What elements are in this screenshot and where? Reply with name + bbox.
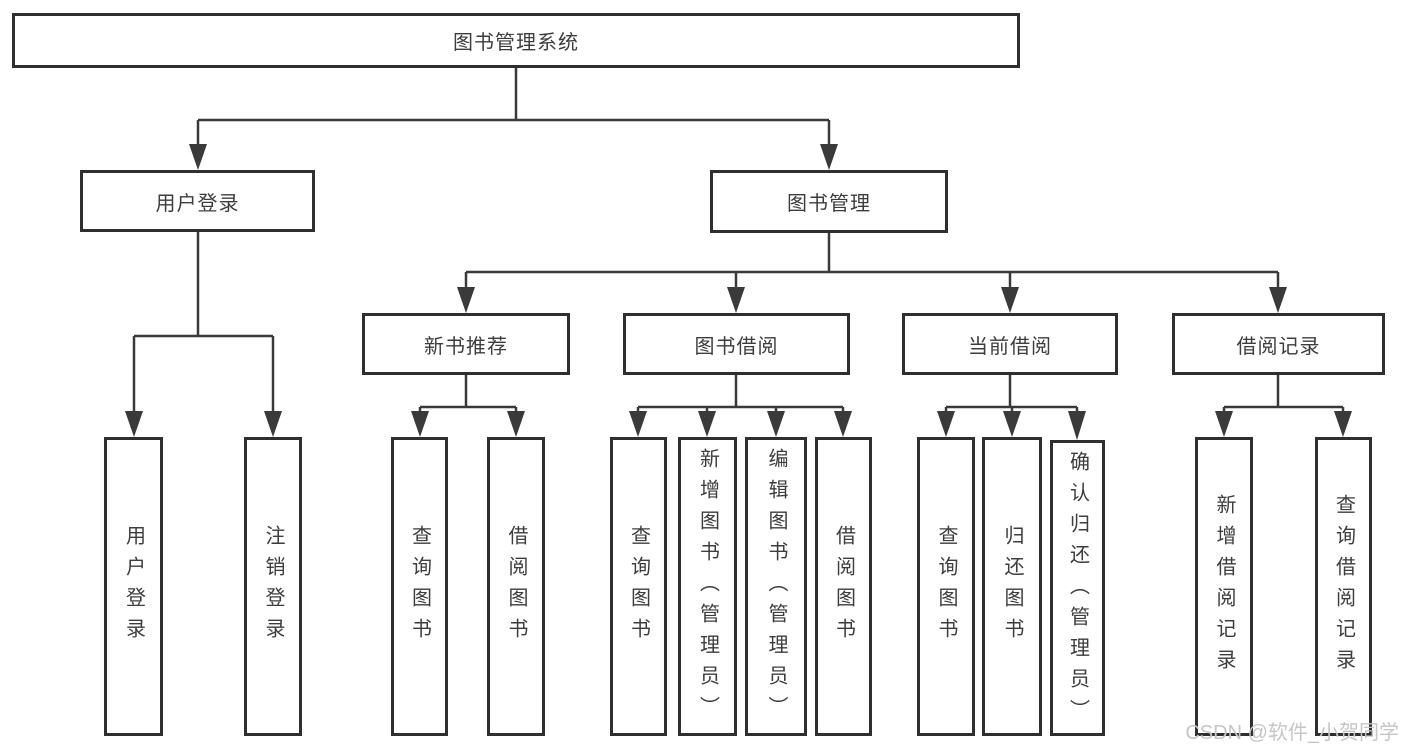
arrow-down-icon [727,287,745,313]
arrow-down-icon [1215,411,1233,437]
node-label: 归还图书 [1001,524,1023,649]
arrow-down-icon [698,411,716,437]
node-label: 借阅记录 [1236,335,1321,358]
node-label: 查询图书 [627,524,650,649]
node-label: 确认归还（管理员） [1066,451,1089,730]
arrow-down-icon [834,411,852,437]
arrow-down-icon [1001,287,1019,313]
arrow-down-icon [1269,287,1287,313]
leaf-edit-books-admin: 编辑图书（管理员） [745,437,807,736]
arrow-down-icon [125,411,143,437]
leaf-add-borrow-record: 新增借阅记录 [1195,437,1253,736]
connector-userlogin-to-leaves [132,232,275,419]
node-label: 新书推荐 [424,335,508,358]
node-label: 查询图书 [935,524,957,649]
node-label: 借阅图书 [505,524,527,649]
leaf-borrow-books-1: 借阅图书 [487,437,545,736]
connector-borrowrecord-to-leaves [1222,375,1345,419]
leaf-add-books-admin: 新增图书（管理员） [678,437,737,736]
node-label: 图书借阅 [694,335,779,358]
node-label: 用户登录 [122,524,145,649]
arrow-down-icon [507,411,525,437]
node-label: 新增借阅记录 [1213,493,1235,680]
connector-newbookrec-to-leaves [418,375,518,419]
arrow-down-icon [937,411,955,437]
node-label: 图书管理 [787,193,871,215]
node-label: 借阅图书 [832,524,855,649]
node-root-library-system: 图书管理系统 [12,13,1020,68]
node-borrowing-records: 借阅记录 [1172,313,1385,375]
node-label: 编辑图书（管理员） [765,448,787,727]
csdn-watermark: CSDN @软件_小贺同学 [1185,722,1399,744]
connector-root-to-level2 [196,68,831,152]
node-book-borrowing: 图书借阅 [623,313,850,375]
node-label: 新增图书（管理员） [696,448,719,727]
node-new-book-recommendation: 新书推荐 [362,313,570,375]
arrow-down-icon [457,287,475,313]
node-current-borrowing: 当前借阅 [902,313,1118,375]
leaf-logout: 注销登录 [244,437,302,736]
arrow-down-icon [1003,411,1021,437]
connector-bookborrow-to-leaves [636,375,845,419]
arrow-down-icon [820,144,838,170]
node-label: 当前借阅 [968,335,1052,358]
leaf-confirm-return-admin: 确认归还（管理员） [1050,440,1105,736]
node-label: 查询图书 [408,524,431,649]
node-label: 查询借阅记录 [1332,493,1355,680]
arrow-down-icon [629,411,647,437]
leaf-query-books-2: 查询图书 [610,437,667,736]
arrow-down-icon [1334,411,1352,437]
arrow-down-icon [1068,411,1086,440]
arrow-down-icon [189,144,207,170]
node-label: 注销登录 [262,524,284,649]
leaf-user-login: 用户登录 [104,437,163,736]
arrow-down-icon [411,411,429,437]
arrow-down-icon [264,411,282,437]
leaf-borrow-books-2: 借阅图书 [815,437,872,736]
node-label: 图书管理系统 [453,32,579,54]
leaf-query-books-1: 查询图书 [391,437,448,736]
node-book-management: 图书管理 [710,170,948,233]
arrowheads [125,144,1352,440]
arrow-down-icon [767,411,785,437]
node-label: 用户登录 [155,192,240,215]
leaf-query-books-3: 查询图书 [917,437,975,736]
leaf-query-borrow-record: 查询借阅记录 [1315,437,1372,736]
connector-bookmgmt-to-level3 [464,233,1280,295]
leaf-return-books: 归还图书 [982,437,1042,736]
node-user-login: 用户登录 [80,170,315,232]
